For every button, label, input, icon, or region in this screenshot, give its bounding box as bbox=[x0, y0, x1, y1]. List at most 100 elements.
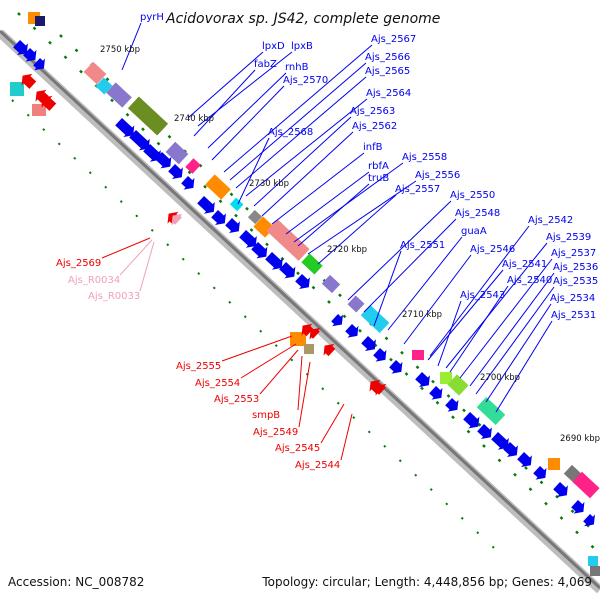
gene-arrow bbox=[301, 323, 314, 337]
leader-line bbox=[221, 335, 293, 362]
leader-line bbox=[207, 72, 287, 149]
leader-line bbox=[340, 413, 353, 461]
scale-label: 2740 kbp bbox=[174, 114, 214, 124]
feature-box bbox=[185, 158, 201, 174]
gene-label: Ajs_2555 bbox=[176, 361, 221, 372]
tick-mark bbox=[384, 336, 389, 341]
gene-arrow bbox=[553, 482, 568, 497]
gene-arrow bbox=[239, 230, 257, 248]
gene-arrow bbox=[129, 130, 150, 151]
feature-box bbox=[476, 397, 506, 425]
feature-box bbox=[360, 305, 390, 333]
gene-label: lpxD bbox=[262, 41, 285, 52]
gene-arrow bbox=[503, 442, 518, 457]
tick-mark bbox=[110, 98, 114, 103]
tick-mark bbox=[17, 12, 21, 16]
leader-line bbox=[403, 254, 472, 345]
tick-mark bbox=[32, 26, 37, 31]
leader-line bbox=[317, 194, 397, 265]
leader-line bbox=[387, 236, 463, 331]
tick-mark bbox=[466, 429, 471, 434]
leader-line bbox=[469, 272, 555, 387]
tick-mark bbox=[575, 530, 579, 535]
gene-label: smpB bbox=[252, 410, 280, 421]
scale-label: 2690 kbp bbox=[560, 434, 600, 444]
gene-arrow bbox=[168, 164, 183, 179]
gene-arrow bbox=[477, 424, 492, 439]
gene-arrow bbox=[463, 412, 480, 429]
gene-arrow bbox=[197, 196, 215, 214]
leader-line bbox=[197, 51, 293, 127]
tick-mark bbox=[249, 228, 254, 232]
tick-mark bbox=[203, 184, 207, 189]
tick-mark bbox=[383, 444, 387, 448]
gene-label: Ajs_2550 bbox=[450, 190, 495, 201]
feature-box bbox=[32, 104, 46, 116]
tick-mark bbox=[104, 185, 108, 189]
tick-mark bbox=[358, 328, 362, 333]
tick-mark bbox=[460, 516, 464, 520]
leader-line bbox=[271, 152, 365, 225]
gene-label: Ajs_2536 bbox=[553, 262, 598, 273]
gene-arrow bbox=[373, 348, 387, 362]
gene-label: Ajs_2542 bbox=[528, 215, 573, 226]
gene-arrow bbox=[13, 40, 28, 55]
scale-label: 2750 kbp bbox=[100, 45, 140, 55]
leader-line bbox=[187, 51, 264, 119]
gene-label: Ajs_2562 bbox=[352, 121, 397, 132]
tick-mark bbox=[135, 214, 139, 218]
tick-mark bbox=[497, 458, 502, 463]
leader-line bbox=[259, 349, 299, 395]
gene-arrow bbox=[571, 500, 585, 514]
feature-box bbox=[247, 209, 263, 225]
tick-mark bbox=[431, 379, 435, 384]
tick-mark bbox=[491, 545, 495, 549]
gene-arrow bbox=[279, 262, 296, 279]
gene-arrow bbox=[23, 48, 37, 62]
leader-line bbox=[347, 200, 452, 301]
tick-mark bbox=[166, 243, 170, 247]
leader-line bbox=[121, 22, 142, 71]
tick-mark bbox=[367, 430, 371, 434]
gene-label: Ajs_2566 bbox=[365, 52, 410, 63]
tick-mark bbox=[528, 487, 533, 492]
leader-line bbox=[240, 343, 297, 379]
tick-mark bbox=[212, 286, 216, 290]
feature-box bbox=[106, 82, 132, 108]
feature-box bbox=[572, 471, 600, 499]
tick-mark bbox=[570, 509, 575, 514]
tick-mark bbox=[446, 394, 451, 398]
gene-label: Ajs_2541 bbox=[502, 259, 547, 270]
leader-line bbox=[437, 300, 462, 367]
tick-mark bbox=[125, 112, 130, 117]
tick-mark bbox=[352, 416, 356, 420]
feature-boxes bbox=[10, 12, 600, 576]
gene-arrow bbox=[155, 152, 172, 169]
tick-mark bbox=[336, 401, 340, 405]
tick-mark bbox=[429, 488, 433, 492]
topology-label: Topology: circular; Length: 4,448,856 bp… bbox=[261, 575, 592, 589]
tick-mark bbox=[48, 40, 52, 45]
leader-line bbox=[298, 361, 311, 428]
tick-mark bbox=[187, 170, 192, 175]
leader-line bbox=[193, 69, 256, 137]
gene-arrow bbox=[309, 327, 321, 340]
gene-arrow bbox=[345, 324, 359, 338]
tick-mark bbox=[228, 300, 232, 304]
feature-box bbox=[95, 77, 113, 95]
leader-line bbox=[285, 171, 370, 235]
feature-box bbox=[266, 219, 310, 261]
leader-line bbox=[307, 180, 417, 255]
gene-label: Ajs_2563 bbox=[350, 106, 395, 117]
tick-mark bbox=[150, 228, 154, 232]
feature-box bbox=[548, 458, 560, 470]
scale-label: 2700 kbp bbox=[480, 373, 520, 383]
tick-mark bbox=[79, 69, 83, 74]
tick-mark bbox=[524, 466, 528, 470]
gene-label: Ajs_2545 bbox=[275, 443, 320, 454]
tick-mark bbox=[42, 128, 46, 132]
gene-label: Ajs_2531 bbox=[551, 310, 596, 321]
gene-arrows bbox=[13, 40, 595, 527]
